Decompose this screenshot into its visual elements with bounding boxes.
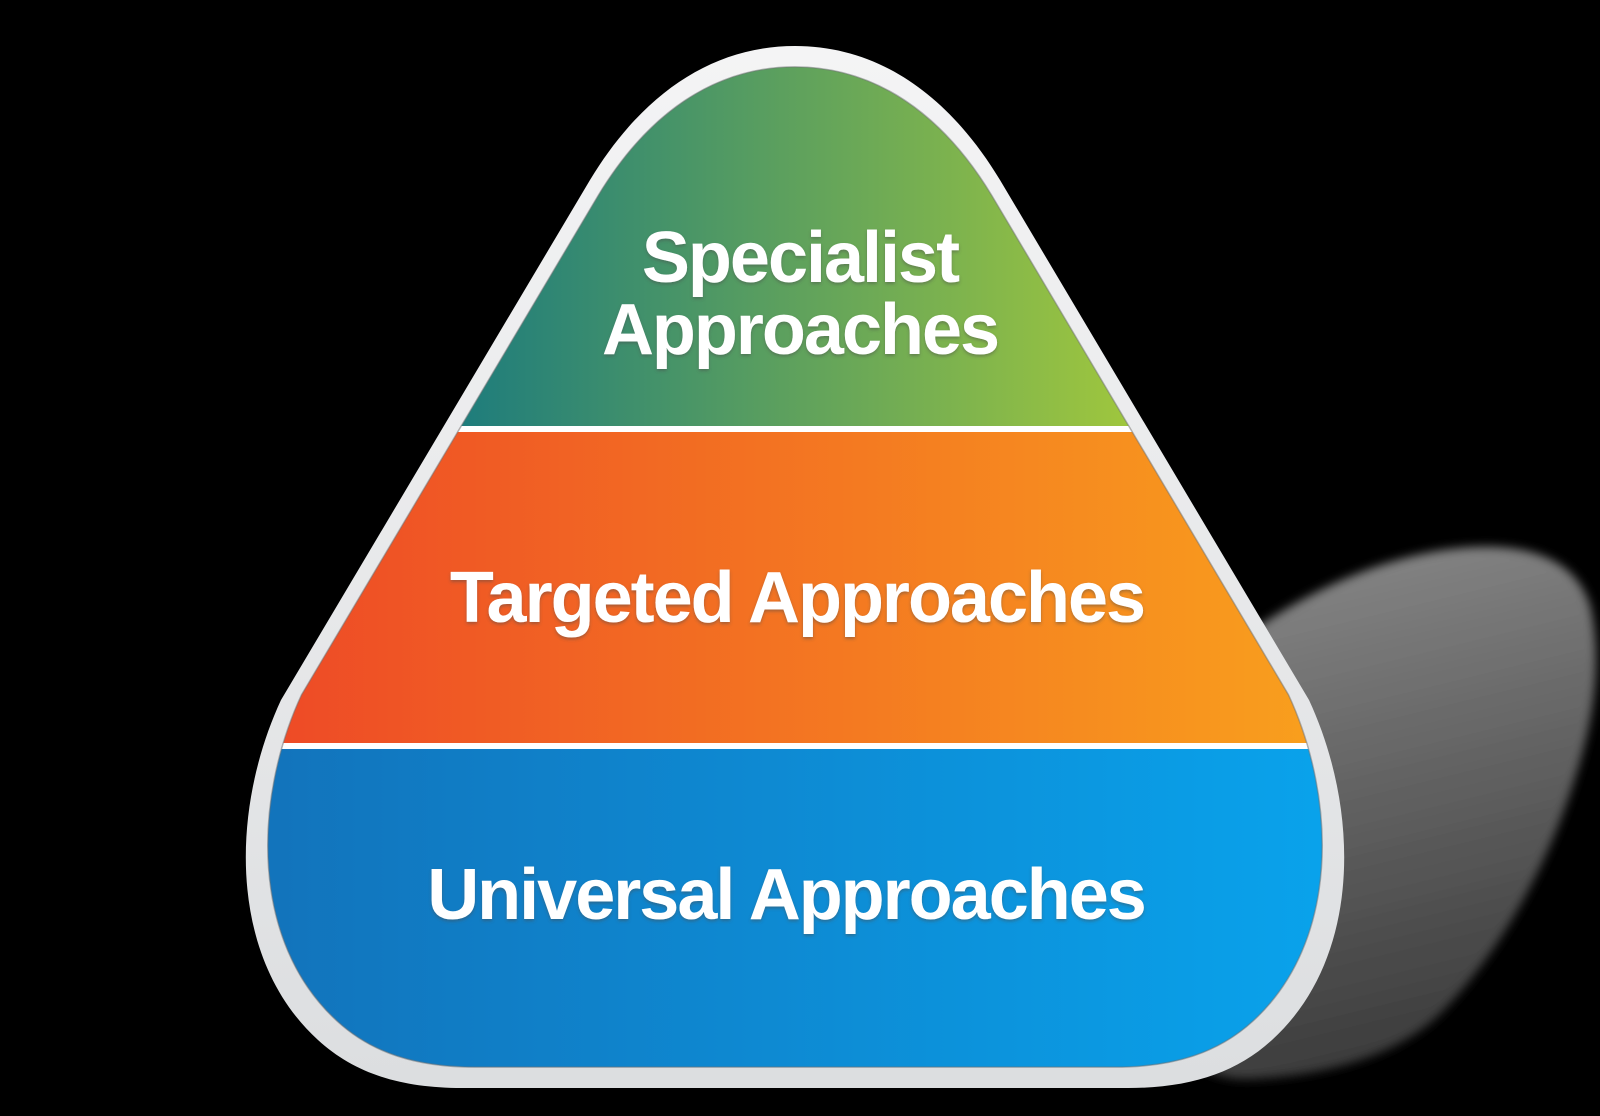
border-inner-seam <box>267 66 1323 1068</box>
separator-targeted-universal <box>267 743 1323 749</box>
tier-specialist-label-line2: Approaches <box>602 290 998 370</box>
separator-specialist-targeted <box>267 426 1323 432</box>
tier-targeted <box>267 428 1323 746</box>
tier-targeted-label: Targeted Approaches <box>450 558 1144 638</box>
tier-universal <box>267 746 1323 1068</box>
tier-specialist-label-line1: Specialist <box>642 218 960 298</box>
tier-universal-label: Universal Approaches <box>427 855 1145 935</box>
